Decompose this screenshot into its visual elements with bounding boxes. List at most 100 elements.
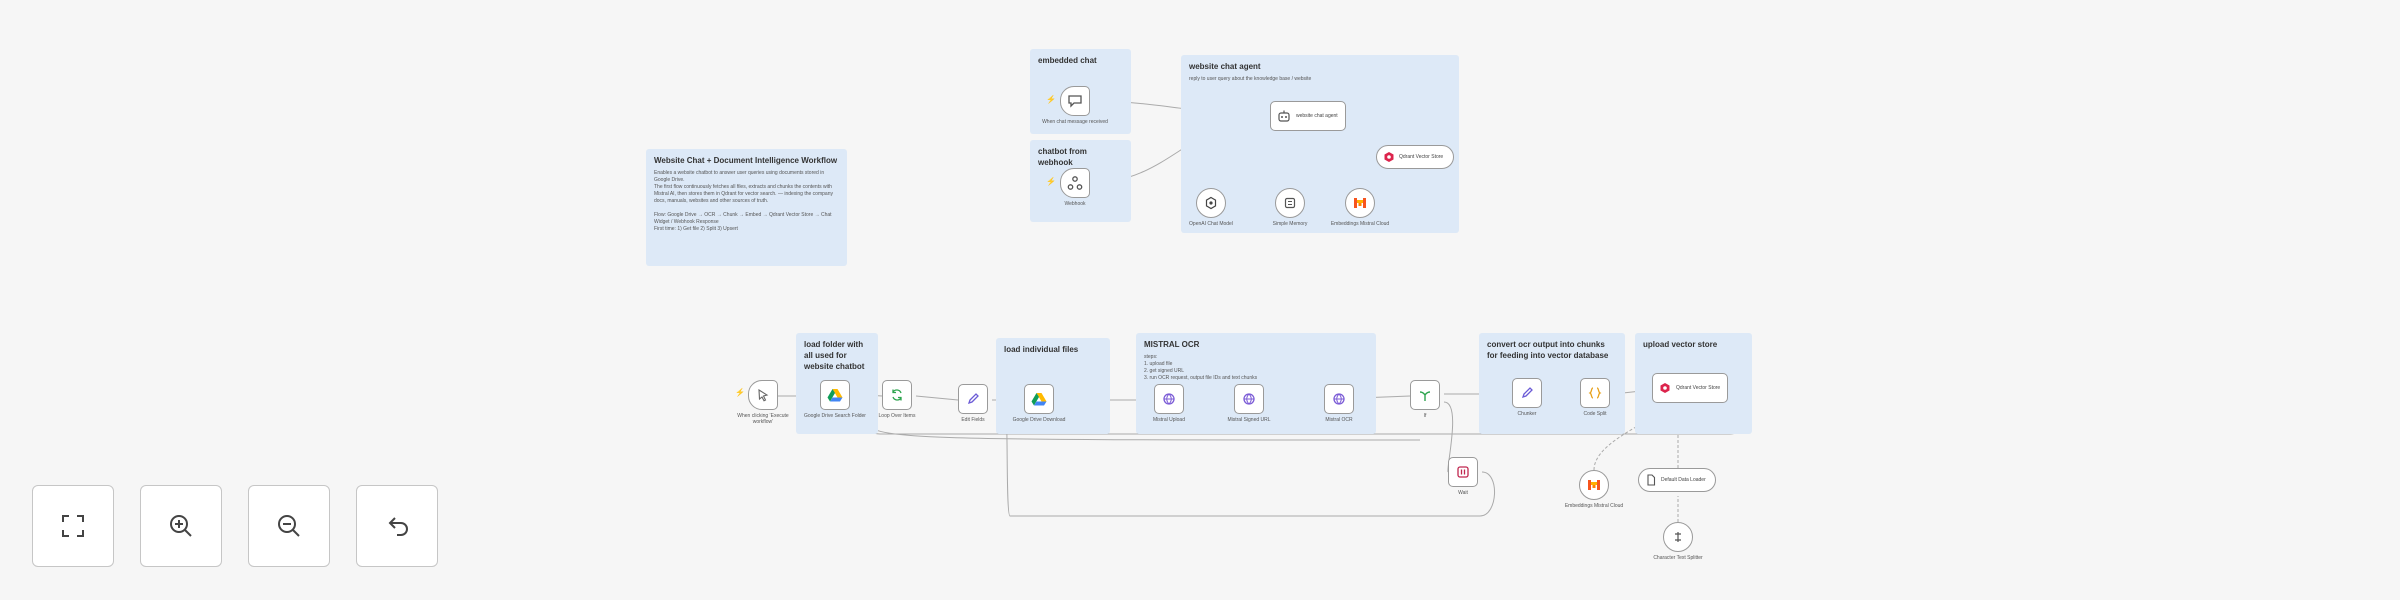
google-drive-icon [1031, 392, 1047, 406]
node-title: Qdrant Vector Store [1399, 154, 1444, 160]
node-label: Google Drive Search Folder [804, 413, 866, 419]
node-data-loader[interactable]: Default Data Loader [1638, 468, 1716, 492]
node-label: Embeddings Mistral Cloud [1330, 221, 1390, 227]
zoom-out-icon [274, 511, 304, 541]
node-label: Wait [1458, 490, 1468, 496]
node-label: Code Split [1583, 411, 1607, 417]
pencil-icon [966, 392, 980, 406]
sticky-title: load folder with all used for website ch… [804, 340, 865, 371]
mistral-api-icon [1162, 392, 1176, 406]
cursor-icon [756, 388, 770, 402]
fit-view-button[interactable] [32, 485, 114, 567]
trigger-bolt-icon: ⚡ [735, 388, 745, 397]
node-label: If [1423, 413, 1427, 419]
node-edit-fields[interactable] [958, 384, 988, 414]
mistral-api-icon [1332, 392, 1346, 406]
node-manual-trigger[interactable] [748, 380, 778, 410]
fit-view-icon [58, 511, 88, 541]
pencil-icon [1520, 386, 1534, 400]
sticky-chat-agent[interactable]: website chat agent reply to user query a… [1181, 55, 1459, 233]
sticky-description: steps: 1. upload file 2. get signed URL … [1144, 354, 1258, 381]
node-label: Chunker [1517, 411, 1537, 417]
mistral-api-icon [1242, 392, 1256, 406]
qdrant-icon [1659, 382, 1671, 394]
reset-zoom-button[interactable] [356, 485, 438, 567]
node-label: When clicking ‘Execute workflow’ [737, 413, 789, 425]
node-label: Character Text Splitter [1653, 555, 1703, 561]
qdrant-icon [1383, 151, 1395, 163]
openai-icon [1204, 196, 1218, 210]
sticky-title: website chat agent [1189, 62, 1261, 71]
zoom-in-button[interactable] [140, 485, 222, 567]
node-mistral-signed[interactable] [1234, 384, 1264, 414]
robot-icon [1277, 109, 1291, 123]
sticky-title: Website Chat + Document Intelligence Wor… [654, 156, 838, 165]
loop-icon [890, 388, 904, 402]
sticky-mistral-ocr[interactable]: MISTRAL OCR steps: 1. upload file 2. get… [1136, 333, 1376, 434]
sticky-title: convert ocr output into chunks for feedi… [1487, 340, 1609, 360]
sticky-title: MISTRAL OCR [1144, 340, 1200, 349]
node-code-split[interactable] [1580, 378, 1610, 408]
node-agent[interactable]: website chat agent [1270, 101, 1346, 131]
node-openai-model[interactable] [1196, 188, 1226, 218]
node-label: Webhook [1064, 201, 1086, 207]
connection-wait-loop [1005, 419, 1495, 517]
connection-loop-edit [915, 395, 959, 401]
node-label: Edit Fields [961, 417, 985, 423]
if-icon [1418, 388, 1432, 402]
memory-icon [1283, 196, 1297, 210]
node-gdrive-download[interactable] [1024, 384, 1054, 414]
node-chat-trigger[interactable] [1060, 86, 1090, 116]
node-label: Simple Memory [1272, 221, 1308, 227]
node-label: Loop Over Items [878, 413, 916, 419]
mistral-icon [1587, 479, 1601, 491]
connection-if-wait [1443, 401, 1454, 473]
sticky-description: Enables a website chatbot to answer user… [654, 170, 833, 232]
node-label: When chat message received [1042, 119, 1108, 125]
webhook-icon [1067, 175, 1083, 191]
node-mistral-ocr[interactable] [1324, 384, 1354, 414]
sticky-load-folder[interactable]: load folder with all used for website ch… [796, 333, 878, 434]
splitter-icon [1671, 530, 1685, 544]
undo-icon [382, 511, 412, 541]
node-label: Embeddings Mistral Cloud [1564, 503, 1624, 509]
node-embeddings-bottom[interactable] [1579, 470, 1609, 500]
node-label: Google Drive Download [1012, 417, 1066, 423]
sticky-workflow-overview[interactable]: Website Chat + Document Intelligence Wor… [646, 149, 847, 266]
node-label: Mistral Upload [1153, 417, 1185, 423]
node-chunker[interactable] [1512, 378, 1542, 408]
sticky-title: chatbot from webhook [1038, 147, 1087, 167]
mistral-icon [1353, 197, 1367, 209]
node-embeddings-top[interactable] [1345, 188, 1375, 218]
sticky-title: embedded chat [1038, 56, 1097, 65]
trigger-bolt-icon: ⚡ [1046, 95, 1056, 104]
node-loop[interactable] [882, 380, 912, 410]
node-title: website chat agent [1296, 113, 1338, 119]
node-webhook[interactable] [1060, 168, 1090, 198]
node-label: Mistral Signed URL [1227, 417, 1271, 423]
node-qdrant-insert[interactable]: Qdrant Vector Store [1652, 373, 1728, 403]
node-wait[interactable] [1448, 457, 1478, 487]
document-icon [1645, 474, 1657, 486]
node-gdrive-search[interactable] [820, 380, 850, 410]
code-icon [1588, 386, 1602, 400]
node-if[interactable] [1410, 380, 1440, 410]
zoom-out-button[interactable] [248, 485, 330, 567]
chat-bubble-icon [1067, 94, 1083, 108]
sticky-title: load individual files [1004, 345, 1079, 354]
sticky-title: upload vector store [1643, 340, 1718, 349]
node-label: OpenAI Chat Model [1189, 221, 1233, 227]
node-text-splitter[interactable] [1663, 522, 1693, 552]
trigger-bolt-icon: ⚡ [1046, 177, 1056, 186]
zoom-in-icon [166, 511, 196, 541]
node-label: Mistral OCR [1325, 417, 1353, 423]
node-mistral-upload[interactable] [1154, 384, 1184, 414]
node-memory[interactable] [1275, 188, 1305, 218]
sticky-description: reply to user query about the knowledge … [1189, 76, 1312, 82]
node-title: Default Data Loader [1661, 477, 1706, 483]
node-qdrant-tool[interactable]: Qdrant Vector Store [1376, 145, 1454, 169]
google-drive-icon [827, 388, 843, 402]
wait-icon [1456, 465, 1470, 479]
node-title: Qdrant Vector Store [1676, 385, 1721, 391]
